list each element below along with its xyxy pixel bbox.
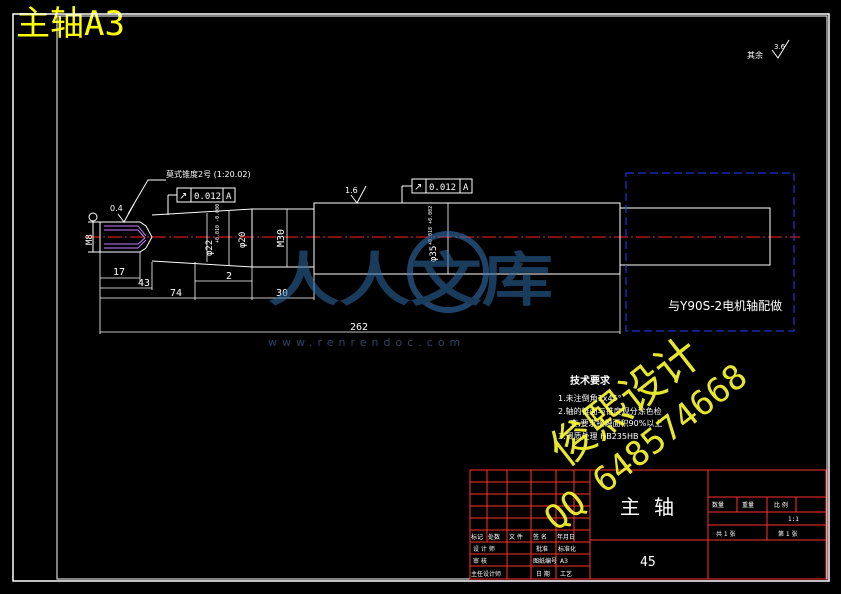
tb-col-ref: 图纸编号 — [533, 557, 557, 565]
watermark-url: www.renrendoc.com — [268, 336, 465, 349]
surface-left-symbol — [117, 203, 135, 223]
inner-border — [56, 15, 828, 580]
tolerance-left-value: 0.012 — [194, 192, 221, 202]
motor-mating-box — [625, 172, 795, 332]
surface-other-value: 3.6 — [774, 43, 786, 51]
tb-col-standard: 标准化 — [558, 545, 576, 553]
dim-dia35: φ35 — [429, 246, 439, 262]
dim-262: 262 — [350, 322, 368, 333]
tolerance-right-value: 0.012 — [429, 183, 456, 193]
dim-74: 74 — [170, 288, 182, 299]
title-block-material: 45 — [640, 555, 656, 570]
taper-leader — [127, 179, 166, 215]
taper-note: 莫式锥度2号 (1:20.02) — [166, 169, 251, 179]
dim-dia35-tol: +0.018 +0.002 — [428, 206, 434, 245]
tb-scale-label: 比 例 — [774, 501, 788, 509]
surface-mid-value: 1.6 — [345, 186, 358, 195]
tech-req-3: 查,要求接触面积90%以上 — [570, 418, 662, 428]
dim-43: 43 — [138, 278, 150, 289]
tolerance-frame-left — [167, 187, 236, 215]
dim-dia22-tol: +0.010 -0.000 — [215, 204, 221, 243]
tech-req-2: 2.轴的锥面与锥度规分涂色检 — [558, 406, 662, 416]
sheet-title: 主轴A3 — [16, 4, 125, 44]
title-block-grid — [469, 469, 827, 580]
dim-2: 2 — [226, 271, 232, 282]
surface-finish-symbol — [771, 39, 790, 59]
dim-m8: M8 — [85, 234, 95, 245]
tech-req-title: 技术要求 — [570, 374, 611, 387]
tb-hdr-3: 签 名 — [533, 533, 547, 541]
tb-weight-label: 重量 — [742, 501, 754, 509]
dim-17: 17 — [113, 267, 125, 278]
outer-border — [12, 13, 830, 582]
surface-left-value: 0.4 — [110, 204, 123, 213]
dim-m30: M30 — [276, 229, 287, 247]
dim-m8-lines — [88, 221, 100, 253]
tb-sheet-no: 第 1 张 — [778, 530, 798, 538]
title-block-part-name: 主轴 — [620, 495, 688, 519]
tolerance-right-symbol: ↗ — [414, 182, 422, 193]
watermark-brand: 人人文库 — [268, 246, 553, 314]
tech-req-4: 3.调质处理 HB235HB — [558, 431, 638, 441]
watermark: 人人文库 www.renrendoc.com — [268, 231, 553, 349]
tb-hdr-4: 年月日 — [557, 533, 575, 541]
dim-30: 30 — [276, 288, 288, 299]
tolerance-right-datum: A — [463, 183, 469, 193]
dim-horizontal-lines — [99, 252, 621, 334]
surface-mid-symbol — [350, 185, 367, 204]
tb-col-size: A3 — [560, 558, 568, 565]
dim-dia22: φ22 — [205, 240, 215, 256]
dim-vertical-lines — [206, 203, 449, 274]
motor-note: 与Y90S-2电机轴配做 — [668, 298, 782, 313]
shaft-outline — [99, 202, 771, 275]
tb-col-approve: 批准 — [536, 545, 548, 553]
tb-col-date: 日 期 — [536, 570, 550, 578]
tolerance-frame-right — [401, 178, 473, 203]
tolerance-left-datum: A — [226, 192, 232, 202]
tb-row-design: 设 计 师 — [473, 545, 495, 553]
tb-qty-label: 数量 — [712, 501, 724, 509]
dim-dia20: φ20 — [238, 232, 248, 248]
tb-hdr-2: 文 件 — [509, 533, 523, 541]
watermark-logo-circle — [407, 231, 489, 313]
tb-sheets-total: 共 1 张 — [716, 530, 736, 538]
tb-hdr-1: 处数 — [488, 533, 500, 541]
tb-hdr-0: 标记 — [471, 533, 483, 541]
tb-col-proc: 工艺 — [560, 570, 572, 578]
thread-hatch — [104, 225, 147, 249]
surface-other-label: 其余 — [747, 50, 763, 60]
tb-row-mgr: 主任设计师 — [471, 570, 501, 578]
tb-row-review: 审 核 — [473, 557, 487, 565]
tolerance-left-symbol: ↗ — [179, 191, 187, 202]
datum-a-symbol — [88, 212, 98, 222]
tech-req-1: 1.未注倒角1x45° — [558, 393, 622, 403]
tb-scale-value: 1:1 — [788, 516, 799, 523]
